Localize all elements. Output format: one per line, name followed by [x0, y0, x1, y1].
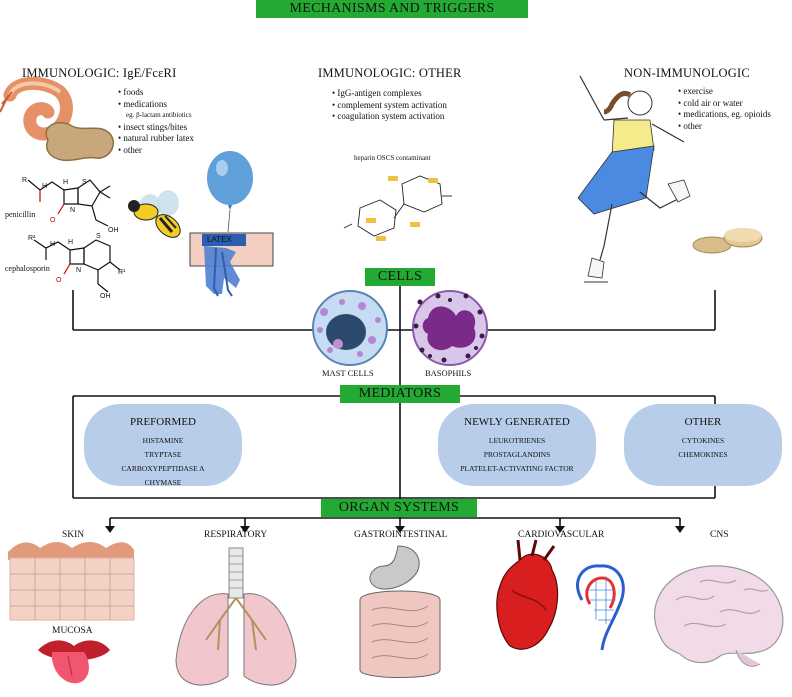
other-mediators-title: OTHER — [684, 416, 722, 428]
list-item: medications — [118, 99, 194, 111]
penicillin-atoms: R H H S N O OH — [22, 177, 119, 234]
preformed-mediators: PREFORMED HISTAMINE TRYPTASE CARBOXYPEPT… — [84, 404, 242, 487]
svg-text:R: R — [22, 177, 27, 184]
balloon-icon — [207, 151, 253, 233]
list-item: IgG-antigen complexes — [332, 88, 447, 100]
svg-text:H: H — [63, 179, 68, 186]
list-item: foods — [118, 87, 194, 99]
list-item: insect stings/bites — [118, 122, 194, 134]
arrowheads — [105, 526, 685, 533]
cephalosporin-atoms: R² H H S N O R¹ OH — [28, 233, 126, 300]
svg-text:H: H — [68, 239, 73, 246]
list-item: other — [118, 145, 194, 157]
peanut-icon — [45, 121, 114, 162]
mediator-item: CYTOKINES — [681, 436, 725, 445]
wasp-icon — [128, 190, 181, 238]
ige-heading: IMMUNOLOGIC: IgE/FcεRI — [22, 66, 177, 80]
mediator-item: CHEMOKINES — [678, 450, 728, 459]
mediator-item: CHYMASE — [144, 478, 182, 487]
lungs-icon — [175, 547, 297, 686]
mast-cell-icon — [312, 290, 388, 366]
blood-vessels-icon — [576, 564, 625, 651]
nonimmunologic-list: exercise cold air or water medications, … — [678, 86, 771, 132]
gi-tract-icon — [359, 545, 441, 678]
basophils-label: BASOPHILS — [425, 368, 472, 378]
heparin-sulfate-tags — [366, 176, 438, 241]
penicillin-label: penicillin — [5, 210, 36, 219]
svg-text:O: O — [56, 277, 62, 284]
svg-text:OH: OH — [100, 293, 111, 300]
medication-note: eg. β-lactam antibiotics — [126, 111, 192, 119]
svg-text:O: O — [50, 217, 56, 224]
ige-trigger-list: foods medications eg. β-lactam antibioti… — [118, 87, 194, 157]
list-item: natural rubber latex — [118, 133, 193, 145]
heparin-structure — [343, 175, 452, 237]
nonimmunologic-heading: NON-IMMUNOLOGIC — [624, 66, 750, 80]
mediator-item: PLATELET-ACTIVATING FACTOR — [460, 464, 574, 473]
heart-icon — [496, 539, 559, 650]
title-banner: MECHANISMS AND TRIGGERS — [256, 0, 528, 18]
cephalosporin-structure — [33, 239, 121, 293]
skin-icon — [8, 542, 135, 621]
list-item: other — [678, 121, 771, 133]
cells-banner: CELLS — [365, 268, 435, 286]
mouth-icon — [38, 640, 110, 684]
pills-icon — [692, 228, 763, 254]
basophil-icon — [412, 290, 488, 366]
heparin-label: heparin OSCS contaminant — [354, 154, 431, 162]
newly-generated-title: NEWLY GENERATED — [464, 416, 570, 428]
mediator-item: PROSTAGLANDINS — [483, 450, 551, 459]
ice-skater-figure — [577, 75, 691, 283]
other-mediators: OTHER CYTOKINES CHEMOKINES — [624, 404, 782, 486]
svg-text:H: H — [50, 241, 55, 248]
preformed-title: PREFORMED — [129, 416, 197, 428]
svg-text:S: S — [96, 233, 101, 240]
cardiovascular-label: CARDIOVASCULAR — [518, 530, 605, 540]
list-item: medications, eg. opioids — [678, 109, 771, 121]
list-item: coagulation system activation — [332, 111, 447, 123]
list-item: exercise — [678, 86, 771, 98]
skin-label: SKIN — [62, 530, 85, 540]
latex-glove-icon — [189, 232, 274, 297]
other-immunologic-list: IgG-antigen complexes complement system … — [332, 88, 447, 123]
list-item: complement system activation — [332, 100, 446, 112]
respiratory-label: RESPIRATORY — [204, 530, 268, 540]
mediator-item: HISTAMINE — [142, 436, 184, 445]
mucosa-label: MUCOSA — [52, 626, 93, 636]
organ-systems-banner: ORGAN SYSTEMS — [321, 499, 477, 517]
list-item: cold air or water — [678, 98, 771, 110]
svg-text:H: H — [42, 183, 47, 190]
other-immunologic-heading: IMMUNOLOGIC: OTHER — [318, 66, 462, 80]
svg-text:OH: OH — [108, 227, 119, 234]
mast-cells-label: MAST CELLS — [322, 368, 374, 378]
latex-label: LATEX — [207, 235, 232, 244]
mediator-item: LEUKOTRIENES — [488, 436, 546, 445]
svg-text:N: N — [76, 267, 81, 274]
svg-text:N: N — [70, 207, 75, 214]
cns-label: CNS — [710, 530, 729, 540]
mediator-item: CARBOXYPEPTIDASE A — [121, 464, 205, 473]
connector-lines — [72, 278, 716, 528]
mediators-banner: MEDIATORS — [340, 385, 460, 403]
svg-text:R²: R² — [28, 235, 36, 242]
mediator-item: TRYPTASE — [144, 450, 182, 459]
svg-text:S: S — [82, 179, 87, 186]
cephalosporin-label: cephalosporin — [5, 264, 50, 273]
svg-text:R¹: R¹ — [118, 269, 126, 276]
gastrointestinal-label: GASTROINTESTINAL — [354, 530, 448, 540]
newly-generated-mediators: NEWLY GENERATED LEUKOTRIENES PROSTAGLAND… — [438, 404, 596, 486]
brain-icon — [654, 565, 784, 667]
penicillin-structure — [27, 179, 111, 227]
